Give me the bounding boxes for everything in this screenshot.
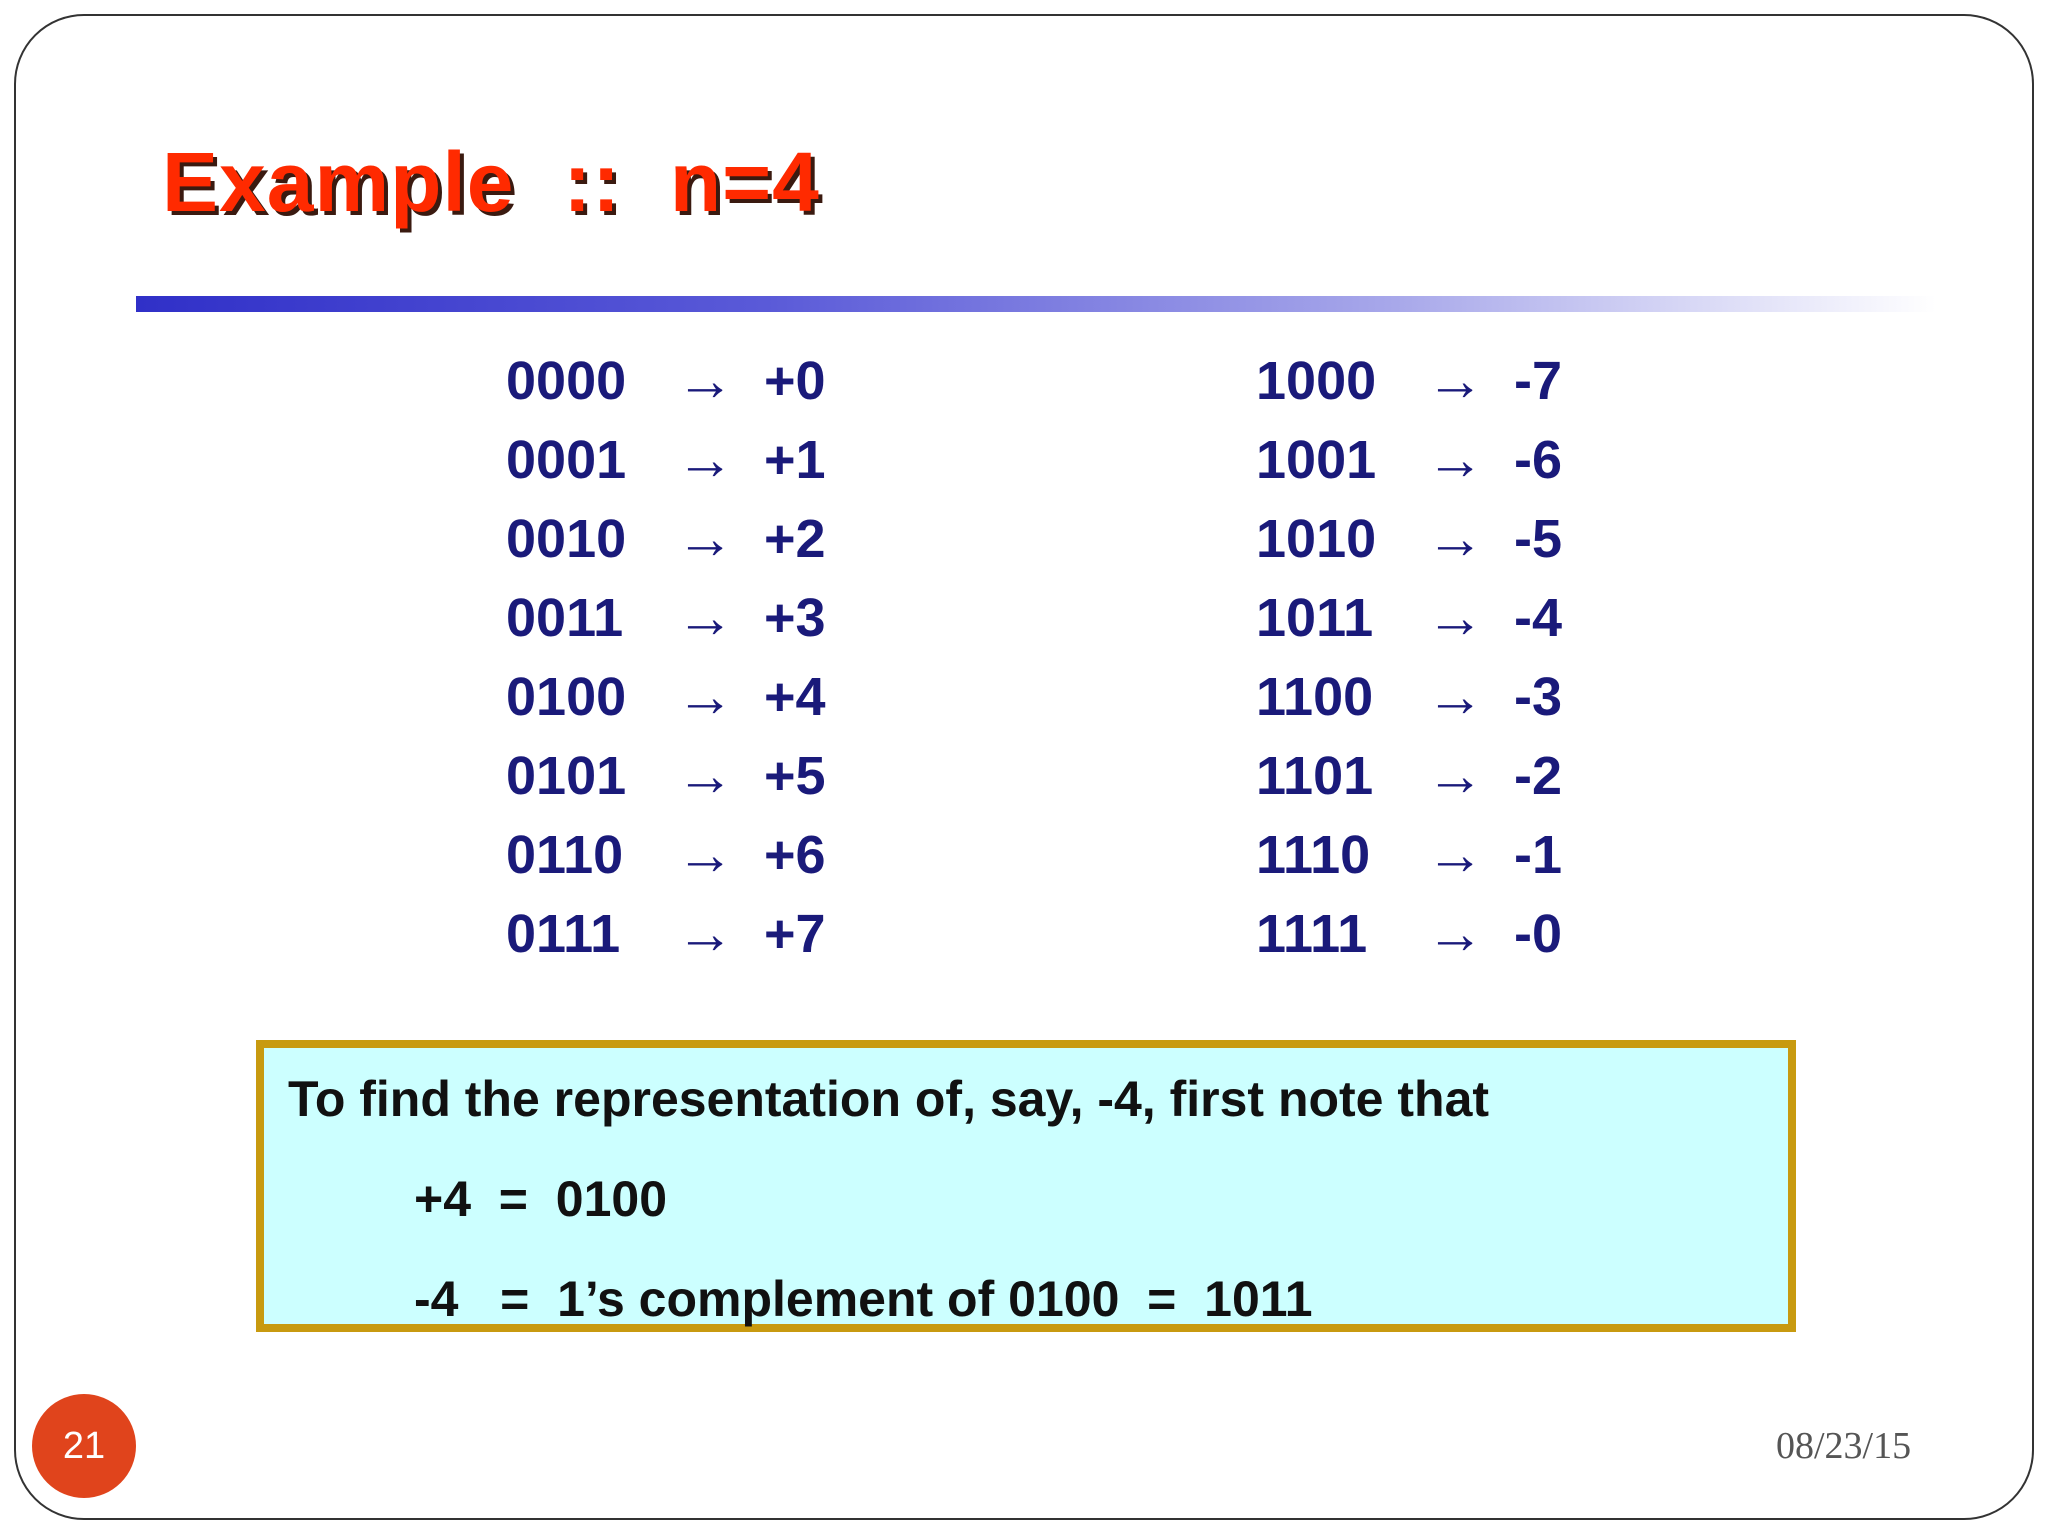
arrow-right-icon: → [676, 821, 734, 887]
code-row: 0010 → +2 [506, 499, 864, 578]
arrow-right-icon: → [676, 426, 734, 492]
decimal-value: +0 [764, 350, 826, 411]
binary-code: 0110 [506, 824, 624, 885]
arrow-right-icon: → [676, 584, 734, 650]
note-box: To find the representation of, say, -4, … [256, 1040, 1796, 1332]
binary-code: 1100 [1256, 666, 1374, 727]
arrow-right-icon: → [1426, 821, 1484, 887]
binary-code: 0101 [506, 745, 627, 806]
code-row: 1111 → -0 [1256, 894, 1614, 973]
binary-code: 1010 [1256, 508, 1377, 569]
code-row: 0011 → +3 [506, 578, 864, 657]
negative-codes-column: 1000→-7 1001→-6 1010→-5 1011→-4 1100→-3 … [1256, 341, 1614, 973]
code-row: 1010 → -5 [1256, 499, 1614, 578]
decimal-value: -5 [1514, 508, 1563, 569]
code-row: 0110 → +6 [506, 815, 864, 894]
code-row: 1101 → -2 [1256, 736, 1614, 815]
code-row: 0000 → +0 [506, 341, 864, 420]
binary-code: 0010 [506, 508, 627, 569]
arrow-right-icon: → [1426, 426, 1484, 492]
arrow-right-icon: → [1426, 900, 1484, 966]
decimal-value: -3 [1514, 666, 1563, 727]
binary-code: 0011 [506, 587, 624, 648]
decimal-value: -1 [1514, 824, 1563, 885]
arrow-right-icon: → [676, 505, 734, 571]
binary-code: 0100 [506, 666, 627, 727]
binary-code: 1011 [1256, 587, 1374, 648]
binary-code: 0111 [506, 903, 621, 964]
binary-code: 0001 [506, 429, 627, 490]
note-intro: To find the representation of, say, -4, … [288, 1071, 1490, 1127]
decimal-value: -7 [1514, 350, 1563, 411]
arrow-right-icon: → [1426, 505, 1484, 571]
decimal-value: +4 [764, 666, 826, 727]
note-equation-positive: +4 = 0100 [414, 1171, 668, 1227]
arrow-right-icon: → [1426, 584, 1484, 650]
arrow-right-icon: → [1426, 742, 1484, 808]
decimal-value: +3 [764, 587, 826, 648]
code-row: 1100 → -3 [1256, 657, 1614, 736]
decimal-value: +6 [764, 824, 826, 885]
arrow-right-icon: → [676, 663, 734, 729]
arrow-right-icon: → [676, 900, 734, 966]
code-row: 1001 → -6 [1256, 420, 1614, 499]
decimal-value: -0 [1514, 903, 1563, 964]
arrow-right-icon: → [676, 347, 734, 413]
page-number-badge: 21 [32, 1394, 136, 1498]
decimal-value: -4 [1514, 587, 1563, 648]
decimal-value: +2 [764, 508, 826, 569]
code-row: 1000 → -7 [1256, 341, 1614, 420]
title-underline [136, 296, 1936, 312]
code-row: 0111 → +7 [506, 894, 864, 973]
arrow-right-icon: → [676, 742, 734, 808]
slide-title: Example :: n=4 [162, 135, 820, 229]
arrow-right-icon: → [1426, 663, 1484, 729]
binary-code: 0000 [506, 350, 627, 411]
arrow-right-icon: → [1426, 347, 1484, 413]
note-equation-negative: -4 = 1’s complement of 0100 = 1011 [414, 1271, 1313, 1327]
code-row: 1110 → -1 [1256, 815, 1614, 894]
code-row: 0101 → +5 [506, 736, 864, 815]
decimal-value: -6 [1514, 429, 1563, 490]
decimal-value: -2 [1514, 745, 1563, 806]
code-row: 0001 → +1 [506, 420, 864, 499]
decimal-value: +1 [764, 429, 826, 490]
code-row: 0100 → +4 [506, 657, 864, 736]
binary-code: 1110 [1256, 824, 1371, 885]
decimal-value: +5 [764, 745, 826, 806]
binary-code: 1101 [1256, 745, 1374, 806]
decimal-value: +7 [764, 903, 826, 964]
binary-code: 1000 [1256, 350, 1377, 411]
slide-date: 08/23/15 [1776, 1425, 1912, 1467]
binary-code: 1111 [1256, 903, 1368, 964]
code-row: 1011 → -4 [1256, 578, 1614, 657]
binary-code: 1001 [1256, 429, 1377, 490]
positive-codes-column: 0000→+0 0001→+1 0010→+2 0011→+3 0100→+4 … [506, 341, 864, 973]
